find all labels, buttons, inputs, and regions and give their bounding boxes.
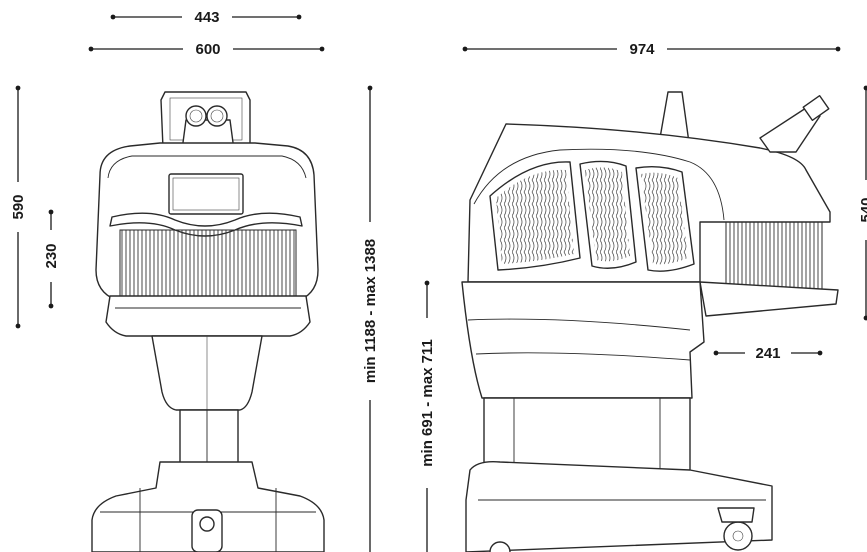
dim-241-label: 241 [755, 345, 780, 362]
dimension-974: 974 [462, 41, 841, 58]
dim-443-label: 443 [194, 9, 219, 26]
dimension-total-height: min 1188 - max 1388 [362, 85, 379, 552]
dim-230-label: 230 [43, 243, 60, 268]
front-view-machine [91, 91, 325, 552]
dimension-590: 590 [10, 85, 27, 329]
side-view-machine [461, 91, 839, 552]
dimension-230: 230 [43, 209, 60, 309]
dimension-base-height: min 691 - max 711 [419, 280, 436, 552]
dim-974-label: 974 [629, 41, 655, 58]
dimension-241: 241 [713, 345, 823, 362]
dimension-443: 443 [110, 9, 302, 26]
dim-590-label: 590 [10, 194, 27, 219]
dimension-600: 600 [88, 41, 325, 58]
dimension-540: 540 [858, 85, 867, 321]
dim-base-height-label: min 691 - max 711 [419, 339, 436, 467]
dim-540-label: 540 [858, 197, 867, 222]
side-vents [489, 160, 695, 272]
dim-600-label: 600 [195, 41, 220, 58]
caster-wheel [489, 507, 755, 552]
dim-total-height-label: min 1188 - max 1388 [362, 239, 379, 383]
